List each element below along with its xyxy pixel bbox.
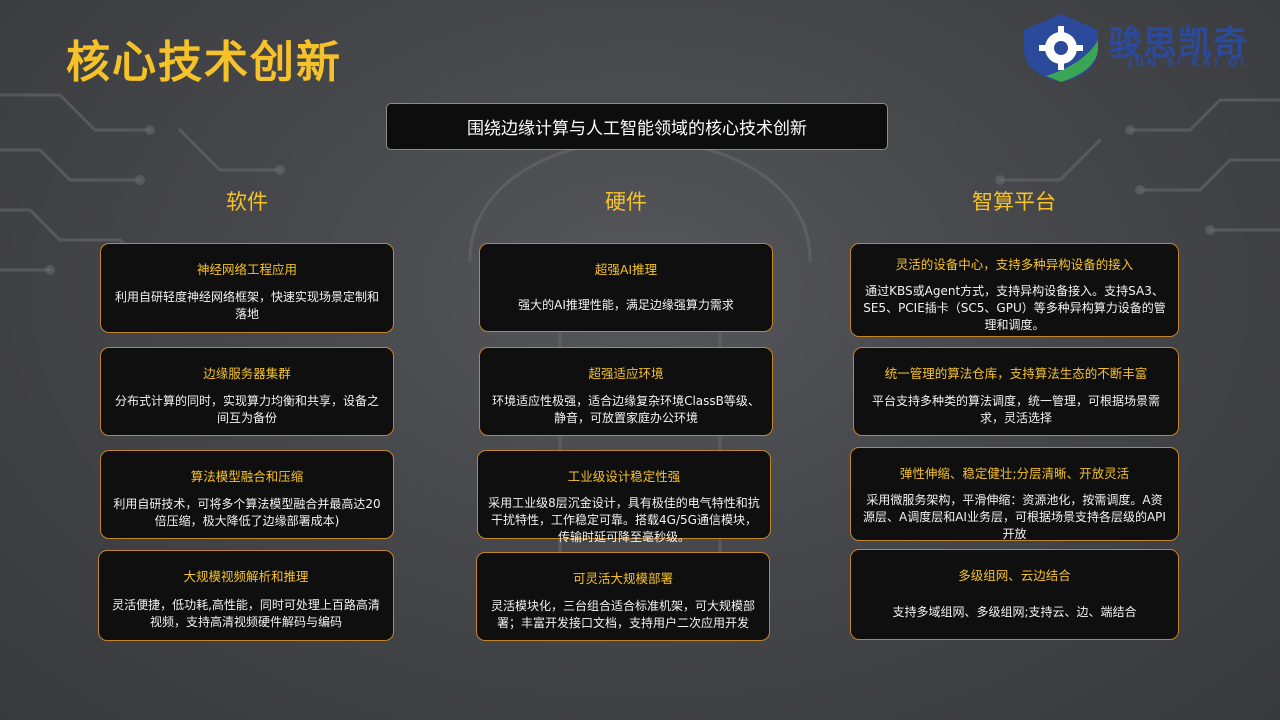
card-body: 平台支持多种类的算法调度，统一管理，可根据场景需求，灵活选择 — [871, 393, 1160, 425]
card-title: 统一管理的算法仓库，支持算法生态的不断丰富 — [884, 366, 1148, 381]
card-title: 灵活的设备中心，支持多种异构设备的接入 — [895, 257, 1134, 272]
card-hardware-2: 超强适应环境 环境适应性极强，适合边缘复杂环境ClassB等级、静音，可放置家庭… — [479, 347, 773, 436]
card-body: 灵活便捷，低功耗,高性能，同时可处理上百路高清视频，支持高清视频硬件解码与编码 — [112, 597, 380, 629]
card-body: 灵活模块化，三台组合适合标准机架，可大规模部署；丰富开发接口文档，支持用户二次应… — [490, 598, 755, 630]
card-body: 利用自研技术，可将多个算法模型融合并最高达20倍压缩，极大降低了边缘部署成本) — [113, 496, 381, 528]
card-title: 超强适应环境 — [588, 366, 664, 381]
card-software-2: 边缘服务器集群 分布式计算的同时，实现算力均衡和共享，设备之间互为备份 — [100, 347, 394, 436]
card-body: 通过KBS或Agent方式，支持异构设备接入。支持SA3、SE5、PCIE插卡（… — [863, 284, 1166, 332]
card-title: 可灵活大规模部署 — [572, 571, 673, 586]
logo-subtitle: JUN SI KAI QI — [1128, 56, 1248, 69]
page-title: 核心技术创新 — [66, 37, 342, 88]
card-hardware-3: 工业级设计稳定性强 采用工业级8层沉金设计，具有极佳的电气特性和抗干扰特性，工作… — [477, 450, 771, 544]
card-title: 边缘服务器集群 — [203, 366, 291, 381]
card-body: 采用工业级8层沉金设计，具有极佳的电气特性和抗干扰特性，工作稳定可靠。搭载4G/… — [488, 496, 760, 544]
card-title: 神经网络工程应用 — [196, 262, 297, 277]
card-body: 支持多域组网、多级组网;支持云、边、端结合 — [892, 605, 1137, 619]
card-title: 多级组网、云边结合 — [958, 568, 1071, 583]
card-title: 超强AI推理 — [594, 262, 658, 277]
logo-name: 骏思凯奇 — [1108, 24, 1248, 64]
card-body: 强大的AI推理性能，满足边缘强算力需求 — [518, 298, 734, 312]
card-title: 大规模视频解析和推理 — [183, 569, 309, 584]
card-body: 环境适应性极强，适合边缘复杂环境ClassB等级、静音，可放置家庭办公环境 — [492, 393, 760, 425]
card-hardware-4: 可灵活大规模部署 灵活模块化，三台组合适合标准机架，可大规模部署；丰富开发接口文… — [476, 552, 770, 641]
card-title: 弹性伸缩、稳定健壮;分层清晰、开放灵活 — [899, 466, 1130, 481]
card-platform-3: 弹性伸缩、稳定健壮;分层清晰、开放灵活 采用微服务架构，平滑伸缩：资源池化，按需… — [850, 447, 1179, 541]
card-hardware-1: 超强AI推理 强大的AI推理性能，满足边缘强算力需求 — [479, 243, 773, 332]
column-heading-software: 软件 — [226, 190, 268, 214]
subtitle-box: 围绕边缘计算与人工智能领域的核心技术创新 — [386, 103, 888, 150]
column-heading-platform: 智算平台 — [972, 190, 1056, 214]
card-body: 采用微服务架构，平滑伸缩：资源池化，按需调度。A资源层、A调度层和AI业务层，可… — [863, 493, 1166, 541]
card-body: 分布式计算的同时，实现算力均衡和共享，设备之间互为备份 — [114, 393, 379, 425]
card-title: 算法模型融合和压缩 — [190, 469, 304, 484]
card-software-3: 算法模型融合和压缩 利用自研技术，可将多个算法模型融合并最高达20倍压缩，极大降… — [100, 450, 394, 539]
card-software-4: 大规模视频解析和推理 灵活便捷，低功耗,高性能，同时可处理上百路高清视频，支持高… — [98, 550, 394, 641]
card-platform-4: 多级组网、云边结合 支持多域组网、多级组网;支持云、边、端结合 — [850, 549, 1179, 640]
subtitle-text: 围绕边缘计算与人工智能领域的核心技术创新 — [467, 119, 807, 139]
card-body: 利用自研轻度神经网络框架，快速实现场景定制和落地 — [114, 290, 379, 321]
card-platform-2: 统一管理的算法仓库，支持算法生态的不断丰富 平台支持多种类的算法调度，统一管理，… — [853, 347, 1179, 436]
card-software-1: 神经网络工程应用 利用自研轻度神经网络框架，快速实现场景定制和落地 — [100, 243, 394, 333]
column-heading-hardware: 硬件 — [605, 190, 647, 214]
company-logo: 骏思凯奇 JUN SI KAI QI — [1016, 10, 1272, 84]
card-platform-1: 灵活的设备中心，支持多种异构设备的接入 通过KBS或Agent方式，支持异构设备… — [850, 243, 1179, 337]
gear-shield-icon — [1024, 14, 1098, 82]
card-title: 工业级设计稳定性强 — [567, 469, 681, 484]
